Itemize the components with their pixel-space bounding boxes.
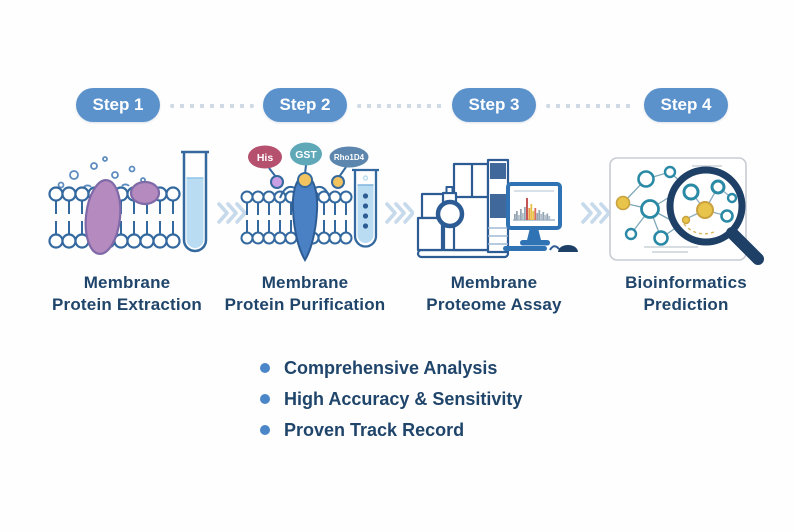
his-tag-label: His <box>257 152 274 164</box>
step-label-line: Protein Extraction <box>51 295 203 314</box>
feature-label: Comprehensive Analysis <box>284 357 498 378</box>
step-label-line: Protein Purification <box>224 295 386 314</box>
dotted-connector <box>170 104 254 108</box>
step-label-line: Proteome Assay <box>426 295 562 314</box>
purification-column-icon <box>352 168 379 248</box>
bullet-icon <box>260 425 270 435</box>
his-tag-balloon: His <box>248 145 282 169</box>
step-label-2: Membrane Protein Purification <box>205 272 405 316</box>
feature-item: Proven Track Record <box>260 419 522 441</box>
proteome-assay-illustration <box>416 158 578 259</box>
step-badge-2: Step 2 <box>263 88 347 122</box>
chevron-right-icon <box>581 202 610 224</box>
feature-item: High Accuracy & Sensitivity <box>260 388 522 410</box>
step-badge-3: Step 3 <box>452 88 536 122</box>
tag-linkers <box>268 164 347 189</box>
dotted-connector <box>546 104 634 108</box>
step-label-line: Membrane <box>261 273 349 292</box>
membrane-protein-icon <box>129 180 161 206</box>
membrane-purification-illustration: His GST Rho1D4 <box>240 142 379 262</box>
step-label-4: Bioinformatics Prediction <box>586 272 786 316</box>
feature-item: Comprehensive Analysis <box>260 357 522 379</box>
magnifier-icon <box>666 166 764 265</box>
feature-label: High Accuracy & Sensitivity <box>284 388 523 409</box>
spectrum-chart-icon <box>514 198 551 220</box>
step-badge-1: Step 1 <box>76 88 160 122</box>
membrane-extraction-illustration <box>48 150 209 255</box>
bullet-icon <box>260 363 270 373</box>
rho1d4-tag-balloon: Rho1D4 <box>329 146 369 168</box>
chevron-right-icon <box>217 202 246 224</box>
mouse-icon <box>558 245 578 252</box>
membrane-protein-icon <box>84 179 122 255</box>
step-label-line: Membrane <box>450 273 538 292</box>
step-badge-4: Step 4 <box>644 88 728 122</box>
gst-tag-balloon: GST <box>290 142 322 166</box>
rho1d4-tag-label: Rho1D4 <box>334 153 365 162</box>
step-label-line: Membrane <box>83 273 171 292</box>
monitor-icon <box>503 182 578 252</box>
test-tube-icon <box>181 150 209 253</box>
mass-spectrometer-icon <box>416 158 510 259</box>
bullet-icon <box>260 394 270 404</box>
step-label-line: Bioinformatics <box>625 273 747 292</box>
dotted-connector <box>357 104 443 108</box>
feature-label: Proven Track Record <box>284 419 465 440</box>
magnified-network-icon <box>681 179 738 235</box>
step-label-1: Membrane Protein Extraction <box>27 272 227 316</box>
step-label-line: Prediction <box>643 295 729 314</box>
bubbles-icon <box>57 156 146 189</box>
target-protein-icon <box>291 172 319 262</box>
bioinformatics-illustration <box>609 157 764 265</box>
step-label-3: Membrane Proteome Assay <box>394 272 594 316</box>
chevron-right-icon <box>385 202 414 224</box>
feature-list: Comprehensive Analysis High Accuracy & S… <box>260 357 522 441</box>
gst-tag-label: GST <box>295 149 317 161</box>
